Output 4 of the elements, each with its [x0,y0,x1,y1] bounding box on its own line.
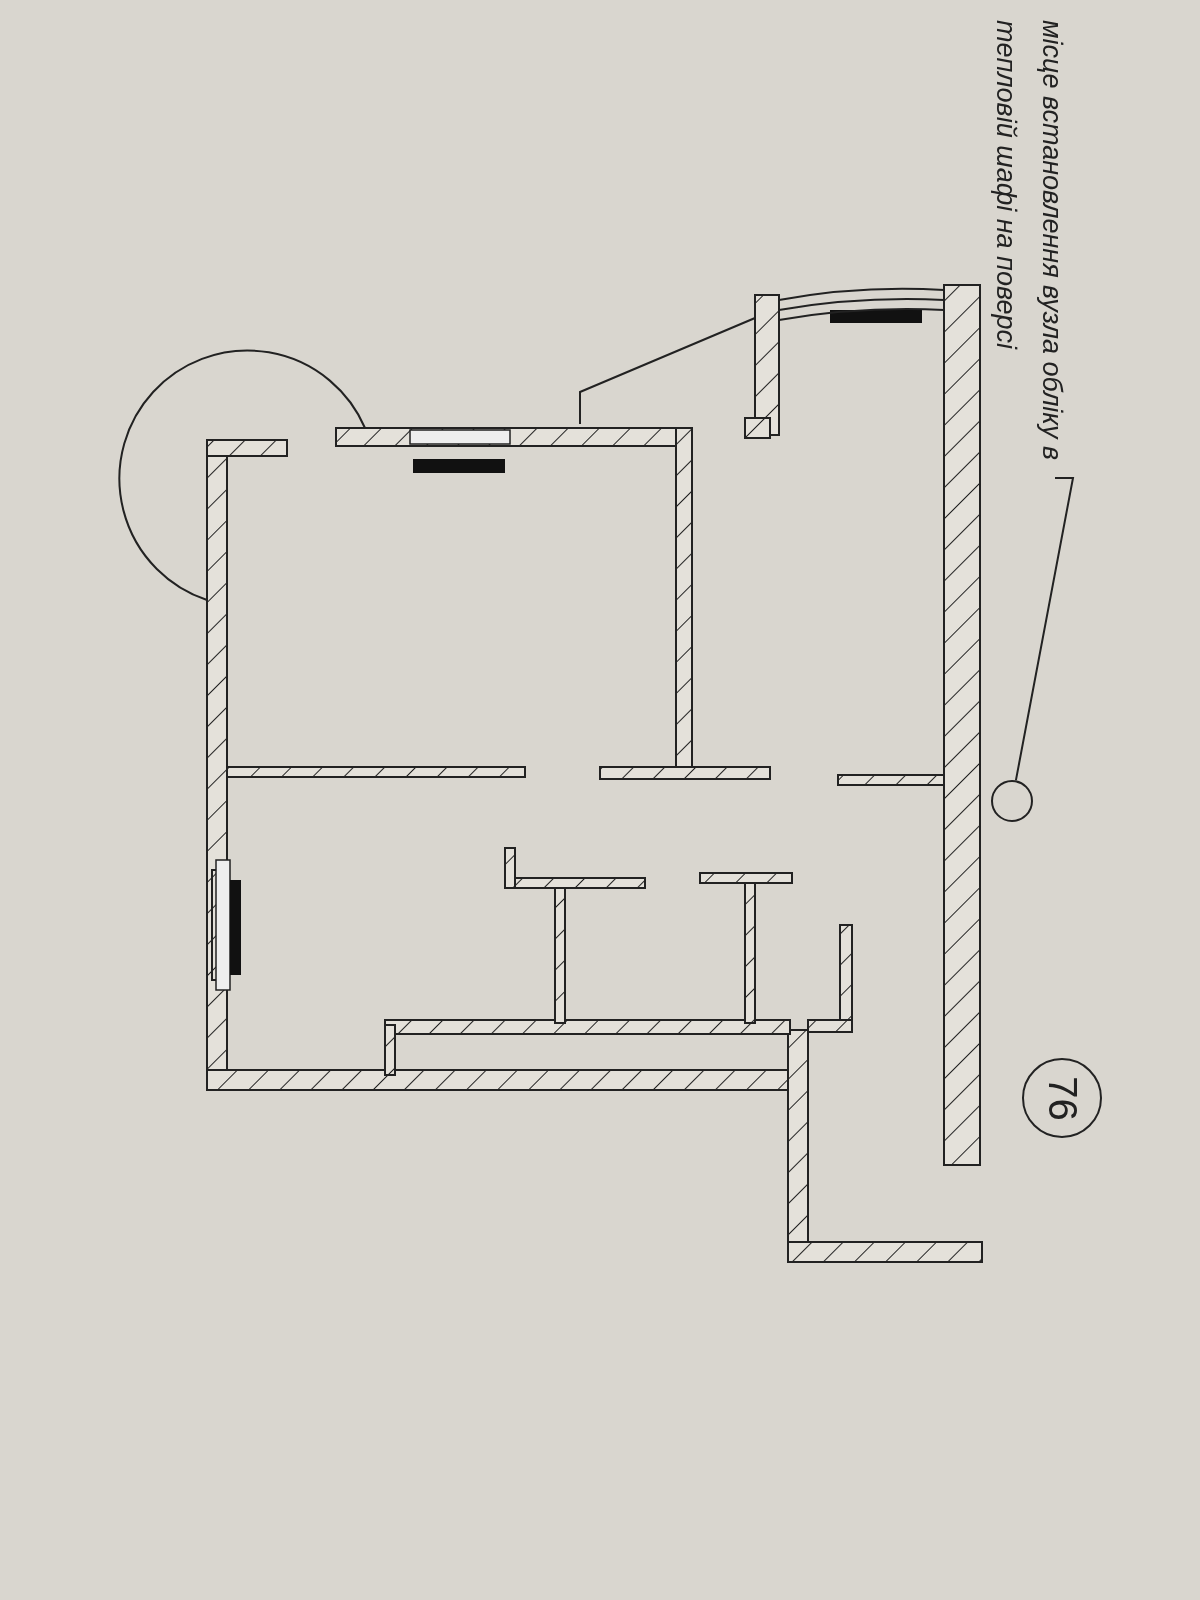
note-text: місце встановлення вузла обліку в тепловій шафі на поверсі [975,20,1075,468]
leader-line [1014,477,1075,782]
circle-marker [991,780,1033,822]
sheet-number: 76 [1022,1058,1102,1138]
